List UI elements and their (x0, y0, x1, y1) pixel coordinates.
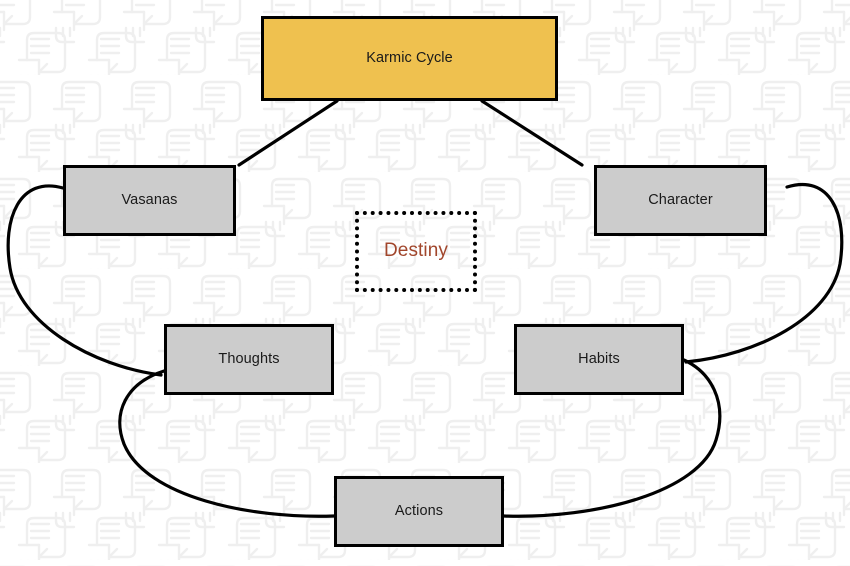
node-actions-label: Actions (394, 502, 444, 519)
node-character[interactable]: Character (594, 165, 767, 236)
node-destiny[interactable]: Destiny (355, 211, 477, 292)
node-habits[interactable]: Habits (514, 324, 684, 395)
node-karmic-cycle[interactable]: Karmic Cycle (261, 16, 558, 101)
node-character-label: Character (648, 191, 713, 208)
node-thoughts-label: Thoughts (218, 350, 280, 367)
node-karmic-cycle-label: Karmic Cycle (366, 49, 453, 66)
node-thoughts[interactable]: Thoughts (164, 324, 334, 395)
connector-karmic-to-vasanas (237, 99, 339, 167)
node-vasanas-label: Vasanas (121, 191, 178, 208)
connector-karmic-to-character (480, 99, 584, 167)
node-actions[interactable]: Actions (334, 476, 504, 547)
node-habits-label: Habits (578, 350, 620, 367)
node-destiny-label: Destiny (383, 240, 449, 262)
node-vasanas[interactable]: Vasanas (63, 165, 236, 236)
